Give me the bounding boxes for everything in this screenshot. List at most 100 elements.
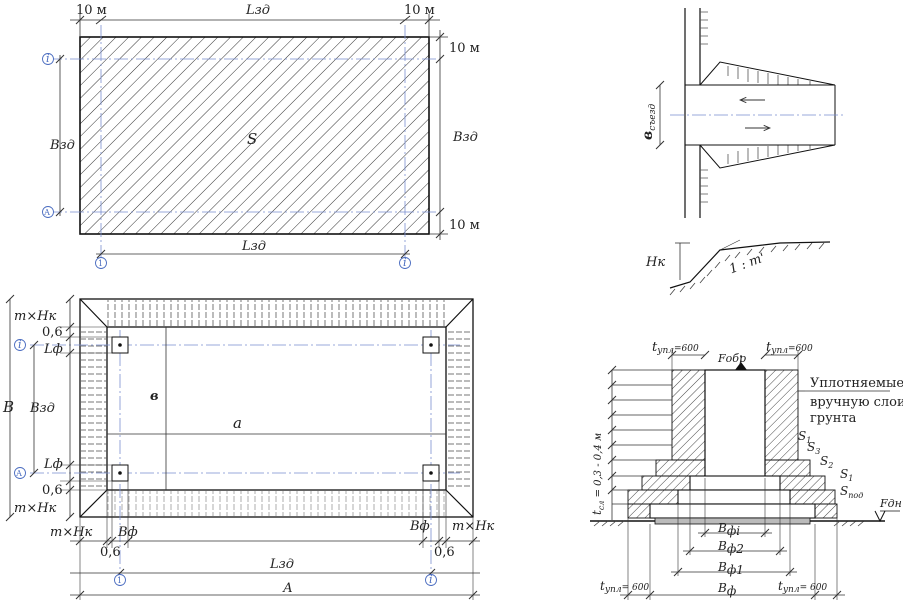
- ramp-width-label: всъезд: [640, 104, 658, 140]
- dim-v-label: в: [150, 389, 159, 404]
- bzd-label: Взд: [29, 401, 55, 416]
- s2-subscript: 2: [827, 461, 833, 470]
- t-upl-top-right: tупл=600: [766, 340, 813, 356]
- axis-bubble-1-bottom: 1: [117, 576, 122, 585]
- dim-10m-top-right: 10 м: [404, 3, 435, 18]
- m-hk-left-bottom-label: m×Нк: [50, 525, 93, 540]
- s-pod-subscript: под: [848, 491, 863, 500]
- dim-10m-right-top: 10 м: [449, 41, 480, 56]
- t-sl-symbol: t: [590, 510, 604, 515]
- s1-mid-subscript: 1: [848, 474, 853, 483]
- s-pod-label: Sпод: [840, 484, 863, 500]
- axis-bubble-i-bottom: i: [403, 256, 407, 269]
- t-upl-bottom-right-subscript: упл: [782, 585, 800, 595]
- t-upl-bottom-left: tупл= 600: [600, 579, 649, 595]
- slope-hk-label: Нк: [645, 255, 665, 270]
- b-f1-symbol: В: [717, 560, 727, 574]
- s3-label: S3: [807, 440, 820, 456]
- site-plan: 10 м 10 м Lзд 10 м Взд 10 м Взд Lзд S i …: [42, 3, 480, 269]
- dim-0-6-bottom-right: 0,6: [434, 545, 455, 560]
- legend-line-1: Уплотняемые: [810, 376, 903, 391]
- s1-top-symbol: S: [798, 429, 806, 443]
- ramp-width-symbol: в: [640, 131, 656, 140]
- dim-10m-right-bottom: 10 м: [449, 218, 480, 233]
- t-upl-bottom-left-value: = 600: [622, 583, 650, 593]
- t-upl-bottom-left-symbol: t: [600, 579, 605, 593]
- axis-bubble-i-left: i: [18, 338, 22, 351]
- b-f2-label: Вф2: [717, 539, 744, 556]
- s1-mid-symbol: S: [840, 467, 848, 481]
- m-hk-right-bottom-label: m×Нк: [452, 519, 495, 534]
- axis-bubble-1-bottom: 1: [98, 259, 103, 268]
- A-label: А: [282, 581, 293, 596]
- t-upl-bottom-right-symbol: t: [778, 579, 783, 593]
- slope-section: Нк 1 : m': [645, 239, 831, 296]
- b-f2-subscript: ф2: [727, 542, 744, 556]
- legend-line-3: грунта: [810, 411, 857, 426]
- bf-left-label: Вф: [117, 525, 138, 540]
- lzd-label: Lзд: [269, 557, 294, 572]
- axis-bubble-i-left: i: [46, 52, 50, 65]
- legend-line-2: вручную слои: [810, 395, 903, 410]
- axis-bubble-a-left: А: [16, 469, 22, 478]
- b-fi-subscript: фi: [727, 524, 740, 538]
- s1-top-label: S1: [798, 429, 811, 445]
- b-f-label: Вф: [717, 581, 736, 598]
- dim-0-6-bottom-left: 0,6: [100, 545, 121, 560]
- pit-plan: а в m×Нк 0,6 Lф В Взд Lф 0,6 m×Нк m×Нк: [2, 294, 495, 600]
- lzd-top-label: Lзд: [245, 3, 270, 18]
- b-fi-label: Вфi: [717, 521, 740, 538]
- s1-top-subscript: 1: [806, 436, 811, 445]
- b-fi-symbol: В: [717, 521, 727, 535]
- t-upl-bottom-right: tупл= 600: [778, 579, 827, 595]
- lf-bottom-label: Lф: [43, 457, 63, 472]
- s1-mid-label: S1: [840, 467, 853, 483]
- b-f2-symbol: В: [717, 539, 727, 553]
- t-upl-bottom-left-subscript: упл: [604, 585, 622, 595]
- building-area: [79, 36, 430, 235]
- t-upl-top-left-subscript: упл: [656, 346, 674, 356]
- ramp-plan: всъезд: [640, 8, 845, 218]
- s-pod-symbol: S: [840, 484, 848, 498]
- t-upl-bottom-right-value: = 600: [800, 583, 828, 593]
- b-label: В: [2, 398, 14, 416]
- b-f-symbol: В: [717, 581, 727, 595]
- foundation-section: Fдн Fобр tсл = 0,3 - 0,4 м: [590, 340, 903, 600]
- bzd-right-label: Взд: [452, 130, 478, 145]
- pit-bottom: [106, 326, 447, 491]
- lzd-bottom-label: Lзд: [241, 239, 266, 254]
- fobr-label: Fобр: [717, 352, 746, 365]
- bf-right-label: Вф: [409, 519, 430, 534]
- t-sl-subscript: сл: [597, 501, 606, 511]
- dim-10m-top-left: 10 м: [76, 3, 107, 18]
- area-label: S: [247, 130, 257, 148]
- b-f-subscript: ф: [727, 584, 736, 598]
- b-f1-label: Вф1: [717, 560, 744, 577]
- s3-symbol: S: [807, 440, 815, 454]
- dim-0-6-top: 0,6: [42, 325, 63, 340]
- s2-symbol: S: [820, 454, 828, 468]
- pit-outline: [79, 298, 474, 518]
- t-upl-top-right-subscript: упл: [770, 346, 788, 356]
- dim-0-6-bottom: 0,6: [42, 483, 63, 498]
- t-upl-top-right-value: =600: [788, 344, 813, 354]
- fdn-label: Fдн: [879, 497, 902, 510]
- b-f1-subscript: ф1: [727, 563, 744, 577]
- s3-subscript: 3: [815, 447, 820, 456]
- lf-top-label: Lф: [43, 342, 63, 357]
- s2-label: S2: [820, 454, 833, 470]
- axis-bubble-a-left: А: [44, 208, 50, 217]
- ramp-width-subscript: съезд: [648, 104, 658, 131]
- m-hk-top-label: m×Нк: [14, 309, 57, 324]
- t-upl-top-left: tупл=600: [652, 340, 699, 356]
- t-upl-top-left-value: =600: [674, 344, 699, 354]
- m-hk-bottom-label: m×Нк: [14, 501, 57, 516]
- t-sl-label: tсл = 0,3 - 0,4 м: [590, 433, 606, 515]
- t-upl-top-left-symbol: t: [652, 340, 658, 355]
- axis-bubble-i-bottom: i: [429, 573, 433, 586]
- bzd-left-label: Взд: [49, 138, 75, 153]
- t-sl-value: = 0,3 - 0,4 м: [593, 433, 604, 501]
- t-upl-top-right-symbol: t: [766, 340, 772, 355]
- dim-a-label: а: [233, 414, 242, 432]
